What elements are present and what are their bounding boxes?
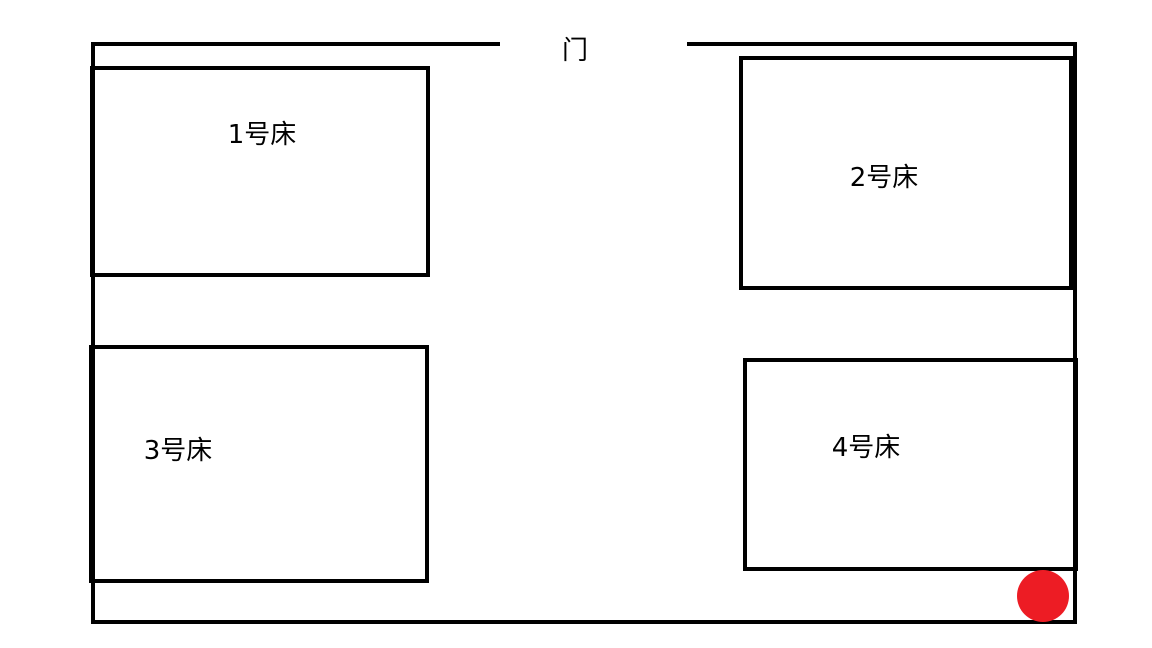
red-marker-dot — [1017, 570, 1069, 622]
bed-3-label: 3号床 — [144, 436, 213, 466]
bed-2-outline — [739, 56, 1073, 290]
bed-1: 1号床 — [90, 66, 430, 277]
bed-3-outline — [89, 345, 429, 583]
bed-1-outline — [90, 66, 430, 277]
bed-2: 2号床 — [739, 56, 1073, 290]
bed-4: 4号床 — [743, 358, 1078, 571]
bed-1-label: 1号床 — [228, 120, 297, 150]
bed-4-outline — [743, 358, 1078, 571]
bed-3: 3号床 — [89, 345, 429, 583]
door-label: 门 — [562, 36, 588, 66]
bed-2-label: 2号床 — [850, 163, 919, 193]
bed-4-label: 4号床 — [832, 433, 901, 463]
